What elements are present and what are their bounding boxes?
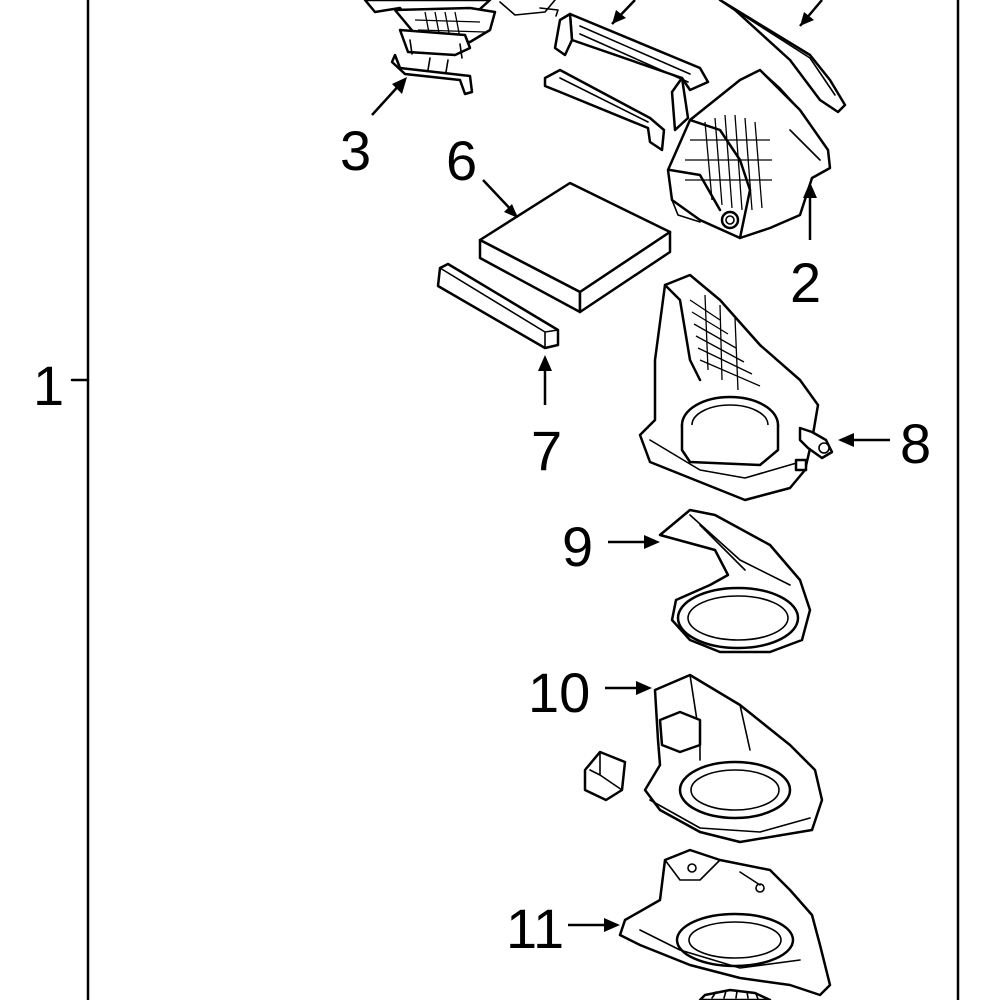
callout-7: 7 xyxy=(531,419,562,482)
callout-10: 10 xyxy=(528,661,590,724)
assembly-bracket xyxy=(70,0,960,1000)
callout-11: 11 xyxy=(506,897,564,960)
callout-8: 8 xyxy=(900,412,931,475)
part-blower-wheel xyxy=(698,988,772,1000)
callout-2: 2 xyxy=(790,251,821,314)
part-11-lower-housing xyxy=(568,848,832,997)
part-3-actuator xyxy=(363,0,559,96)
part-9-seal xyxy=(608,508,812,654)
part-8-upper-housing xyxy=(638,273,890,502)
part-6-cabin-filter xyxy=(478,179,672,314)
callout-6: 6 xyxy=(446,129,477,192)
callout-3: 3 xyxy=(340,119,371,182)
part-duct-top xyxy=(543,0,710,152)
callout-1: 1 xyxy=(33,354,64,417)
part-large-panel xyxy=(718,0,847,114)
part-7-filter-cover xyxy=(436,262,560,405)
arrow-3 xyxy=(371,77,407,116)
part-10-middle-housing xyxy=(583,673,824,844)
callout-9: 9 xyxy=(562,515,593,578)
part-2-blower-case xyxy=(666,68,832,240)
